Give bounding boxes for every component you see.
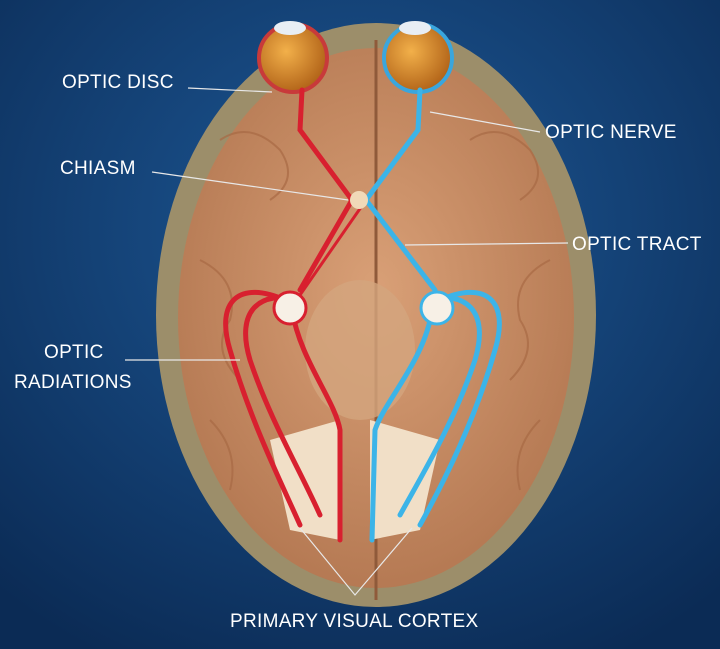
right-cornea [399,21,431,35]
chiasm-node [350,191,368,209]
label-chiasm: CHIASM [60,158,136,179]
optic-nerve-leader [429,111,541,133]
right-visual-cortex [370,420,440,540]
right-pathway [362,87,502,543]
label-optic-tract: OPTIC TRACT [572,234,702,255]
right-lgn [419,290,455,326]
brain-gyri [199,131,551,491]
label-primary-visual-cortex: PRIMARY VISUAL CORTEX [230,611,478,632]
chiasm-leader [151,171,349,201]
label-optic-disc: OPTIC DISC [62,72,174,93]
left-cornea [274,21,306,35]
label-optic-radiations-line1: OPTIC [44,342,104,363]
visual-cortex-leader [299,527,413,596]
optic-tract-leader [404,242,569,246]
brainstem [305,280,415,420]
optic-disc-leader [187,87,273,93]
left-lgn [272,290,308,326]
label-optic-radiations-line2: RADIATIONS [14,372,132,393]
label-optic-nerve: OPTIC NERVE [545,122,677,143]
